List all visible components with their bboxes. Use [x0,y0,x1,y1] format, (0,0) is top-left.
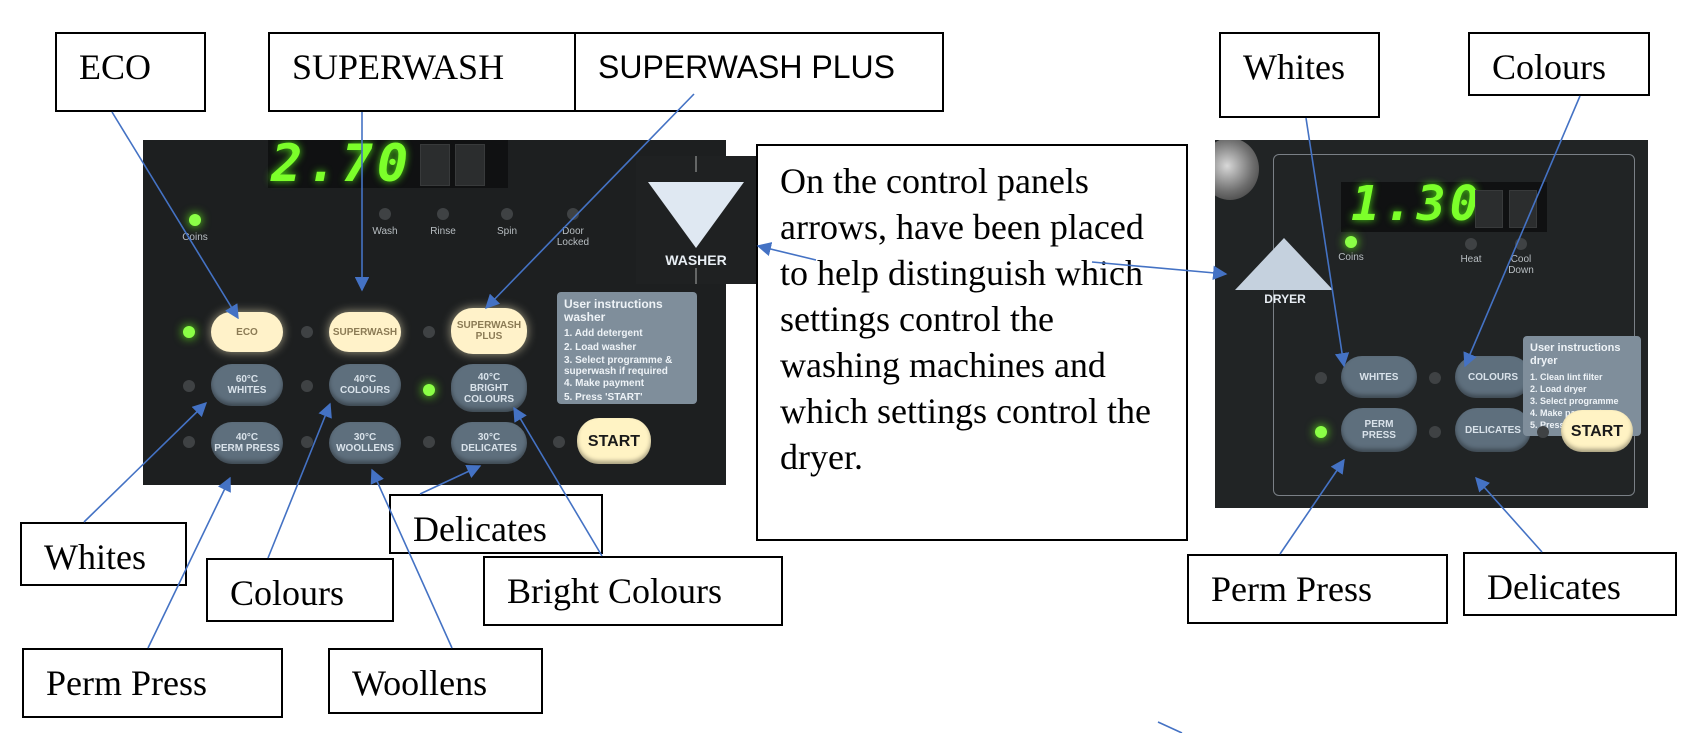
washer-superwash-plus-button[interactable]: SUPERWASH PLUS [451,308,527,354]
dryer-start-button[interactable]: START [1561,410,1633,452]
dryer-start-led [1537,426,1549,438]
dryer-instructions-step: 3. Select programme [1530,396,1619,406]
washer-instructions-step: 3. Select programme & superwash if requi… [564,355,673,377]
washer-start-button[interactable]: START [577,418,651,464]
washer-wash-led [379,208,391,220]
washer-spin-led [501,208,513,220]
dryer-whites-led [1315,372,1327,384]
dryer-up-triangle-icon [1235,238,1333,290]
washer-display-unlit-digit [420,144,450,186]
washer-eco-led [183,326,195,338]
washer-instructions-title: User instructions washer [564,297,663,324]
washer-perm-press-callout: Perm Press [22,648,283,718]
dryer-colours-button[interactable]: COLOURS [1455,356,1531,398]
dryer-heat-led [1465,238,1477,250]
washer-woollens-button[interactable]: 30°C WOOLLENS [329,422,401,464]
dryer-display-unlit-digit [1475,190,1503,228]
dryer-colours-led [1429,372,1441,384]
washer-perm-press-button[interactable]: 40°C PERM PRESS [211,422,283,464]
washer-colours-led [301,380,313,392]
washer-bright-colours-button[interactable]: 40°C BRIGHT COLOURS [451,364,527,412]
washer-instructions-step: 4. Make payment [564,378,645,389]
washer-whites-callout: Whites [20,522,187,586]
washer-colours-callout: Colours [206,558,394,622]
washer-whites-button[interactable]: 60°C WHITES [211,364,283,406]
dryer-coins-label: Coins [1338,252,1364,263]
washer-woollens-led [301,436,313,448]
dryer-display-unlit-digit [1509,190,1537,228]
washer-woollens-callout: Woollens [328,648,543,714]
dryer-instructions-step: 1. Clean lint filter [1530,372,1603,382]
washer-coins-led [189,214,201,226]
washer-instructions-step: 5. Press 'START' [564,392,643,403]
washer-coins-label: Coins [182,232,208,243]
dryer-instructions-title: User instructions dryer [1530,342,1621,367]
dryer-panel-border [1273,154,1635,496]
washer-delicates-led [423,436,435,448]
washer-bright-colours-led [423,384,435,396]
dryer-perm-press-led [1315,426,1327,438]
eco-callout: ECO [55,32,206,112]
washer-superwash-button[interactable]: SUPERWASH [329,312,401,352]
dryer-cool-down-led [1515,238,1527,250]
stray-line [1157,721,1183,733]
dryer-colours-callout: Colours [1468,32,1650,96]
dryer-control-panel: 1.30 DRYER Coins Heat Cool Down WHITES C… [1215,140,1648,508]
washer-spin-label: Spin [496,226,517,237]
dryer-perm-press-callout: Perm Press [1187,554,1448,624]
washer-sign-label: WASHER [665,252,727,268]
dryer-delicates-button[interactable]: DELICATES [1455,408,1531,452]
dryer-instructions-step: 4. Make payment [1530,408,1603,418]
washer-superwash-plus-led [423,326,435,338]
washer-rinse-led [437,208,449,220]
washer-delicates-button[interactable]: 30°C DELICATES [451,422,527,464]
dryer-whites-callout: Whites [1219,32,1380,118]
superwash-callout: SUPERWASH [268,32,576,112]
washer-door-locked-label: Door Locked [556,226,590,248]
washer-instructions-step: 2. Load washer [564,342,637,353]
dryer-price-display: 1.30 [1351,176,1483,232]
washer-door-locked-led [567,208,579,220]
washer-superwash-led [301,326,313,338]
dryer-coin-lock-icon [1215,140,1259,200]
dryer-whites-button[interactable]: WHITES [1341,356,1417,398]
washer-instructions-card: User instructions washer 1. Add detergen… [557,292,697,404]
explanation-note: On the control panels arrows, have been … [756,144,1188,541]
dryer-delicates-led [1429,426,1441,438]
washer-eco-button[interactable]: ECO [211,312,283,352]
washer-display-unlit-digit [455,144,485,186]
dryer-coins-led [1345,236,1357,248]
washer-price-display: 2.70 [271,140,413,194]
washer-colours-button[interactable]: 40°C COLOURS [329,364,401,406]
washer-rinse-label: Rinse [430,226,456,237]
dryer-cool-down-label: Cool Down [1508,254,1534,276]
dryer-perm-press-button[interactable]: PERM PRESS [1341,408,1417,452]
washer-bright-colours-callout: Bright Colours [483,556,783,626]
washer-wash-label: Wash [372,226,398,237]
washer-whites-led [183,380,195,392]
dryer-delicates-callout: Delicates [1463,552,1677,616]
dryer-sign-label: DRYER [1264,292,1306,306]
washer-delicates-callout: Delicates [389,494,603,554]
washer-start-led [553,436,565,448]
dryer-instructions-step: 2. Load dryer [1530,384,1587,394]
superwash-plus-callout: SUPERWASH PLUS [574,32,944,112]
washer-perm-press-led [183,436,195,448]
washer-sign: WASHER [636,156,756,284]
dryer-heat-label: Heat [1460,254,1482,265]
washer-instructions-step: 1. Add detergent [564,328,643,339]
